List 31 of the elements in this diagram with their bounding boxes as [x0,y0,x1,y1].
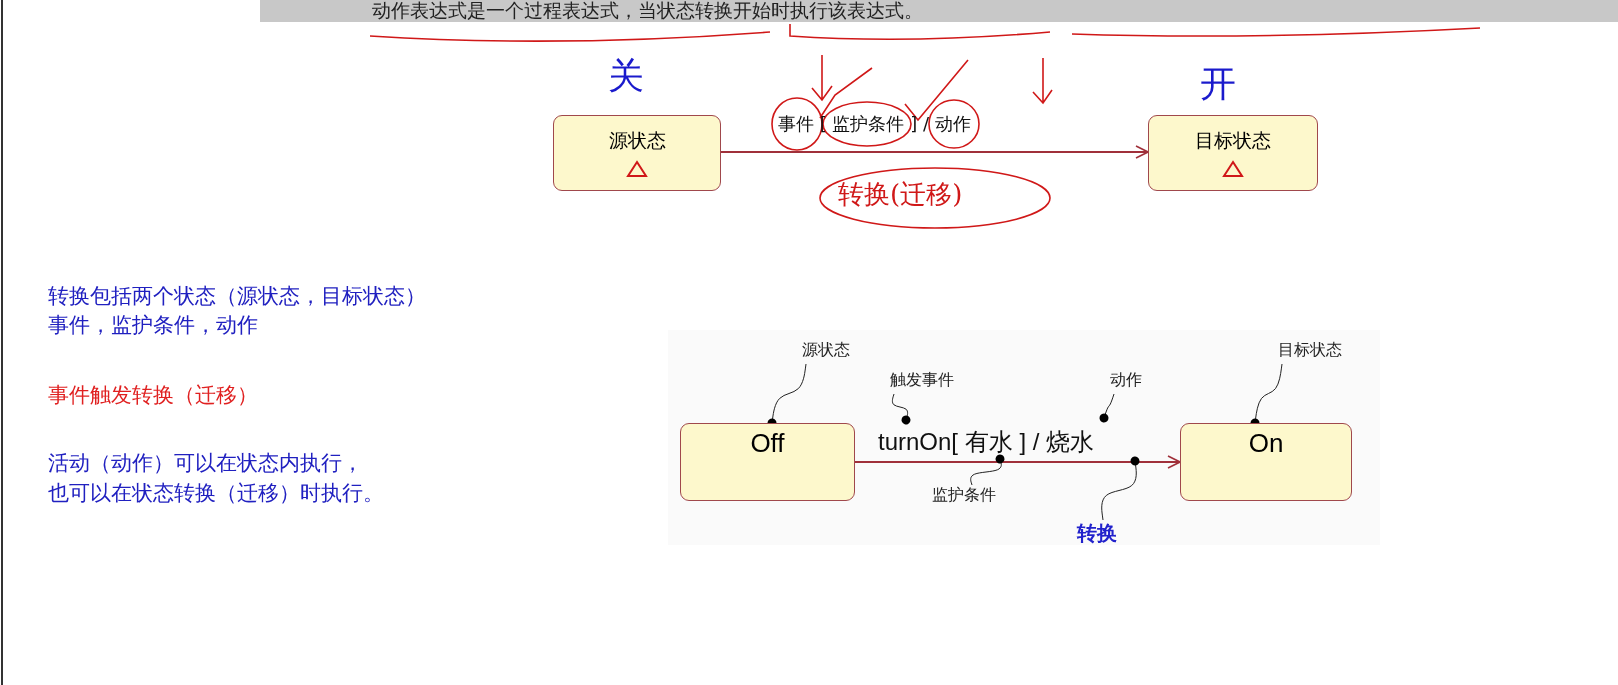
handwritten-note: 开 [1200,64,1236,104]
state-box [1180,423,1352,501]
callout-label: 转换 [1077,520,1118,547]
state-box [553,115,721,191]
note-text: 活动（动作）可以在状态内执行， [48,452,363,476]
note-text: 转换包括两个状态（源状态，目标状态） [48,285,426,309]
callout-label: 动作 [1110,370,1143,391]
transition-arrow [720,145,1149,159]
leader-line [1099,393,1115,423]
handwritten-note: 转换(迁移) [838,180,963,209]
leader-line [970,454,1005,486]
state-name: 目标状态 [1194,128,1272,153]
heading-text: 动作表达式是一个过程表达式，当状态转换开始时执行该表达式。 [372,0,923,21]
state-name: 源状态 [607,128,667,153]
state-name: Off [749,428,786,459]
leader-line [891,393,911,425]
state-name: On [1247,428,1285,459]
handwritten-note: 关 [608,56,644,96]
leader-line [1101,456,1140,521]
callout-label: 监护条件 [932,485,997,506]
edge-label: turnOn[ 有水 ] / 烧水 [878,427,1095,457]
note-text: 也可以在状态转换（迁移）时执行。 [48,482,384,506]
note-text: 事件触发转换（迁移） [48,384,258,408]
state-box [1148,115,1318,191]
transition-arrow [854,455,1181,469]
callout-label: 触发事件 [890,370,955,391]
callout-label: 源状态 [802,340,851,361]
callout-label: 目标状态 [1278,340,1343,361]
state-box [680,423,855,501]
edge-label: 事件 [ 监护条件 ] / 动作 [778,112,971,136]
note-text: 事件，监护条件，动作 [48,314,258,338]
